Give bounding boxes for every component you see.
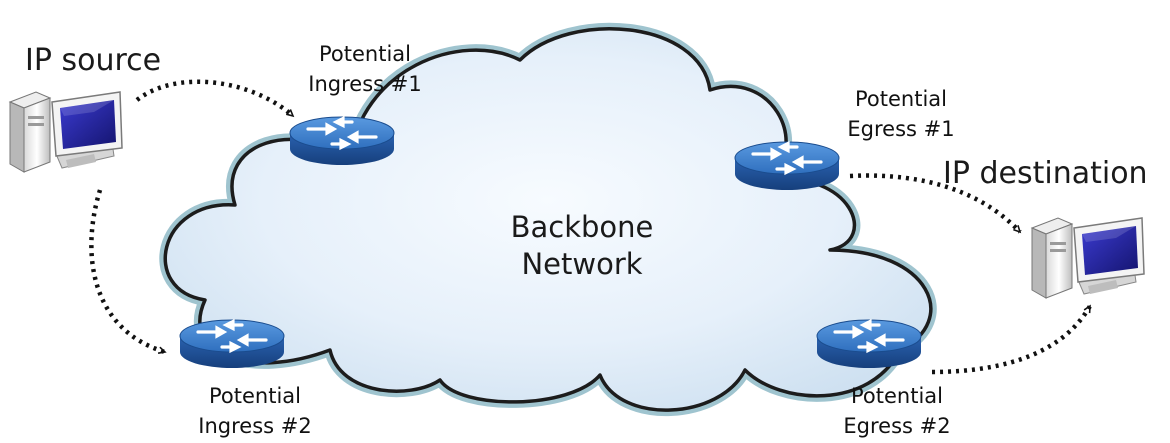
connection-arrows xyxy=(89,79,1092,375)
desktop-computer-icon xyxy=(9,91,123,173)
desktop-computer-icon xyxy=(1031,217,1145,299)
router-icon xyxy=(733,140,841,192)
router-icon xyxy=(288,115,396,167)
ingress2-label-line2: Ingress #2 xyxy=(198,414,311,438)
ingress1-label-line2: Ingress #1 xyxy=(308,72,421,96)
ingress2-label-line1: Potential xyxy=(209,384,301,408)
arrow-source-to-ingress2 xyxy=(89,189,167,355)
arrow-egress2-to-destination xyxy=(931,304,1092,375)
egress2-label-line2: Egress #2 xyxy=(843,414,950,438)
egress1-label-line2: Egress #1 xyxy=(847,117,954,141)
backbone-label-line2: Network xyxy=(521,247,642,281)
ip-destination-label: IP destination xyxy=(943,156,1148,191)
backbone-label-line1: Backbone xyxy=(511,210,654,244)
arrow-source-to-ingress1 xyxy=(135,79,295,118)
router-icon xyxy=(815,318,923,370)
egress2-label-line1: Potential xyxy=(851,384,943,408)
ingress1-label-line1: Potential xyxy=(319,42,411,66)
egress1-label-line1: Potential xyxy=(855,87,947,111)
ip-source-label: IP source xyxy=(25,43,161,78)
router-icon xyxy=(178,318,286,370)
